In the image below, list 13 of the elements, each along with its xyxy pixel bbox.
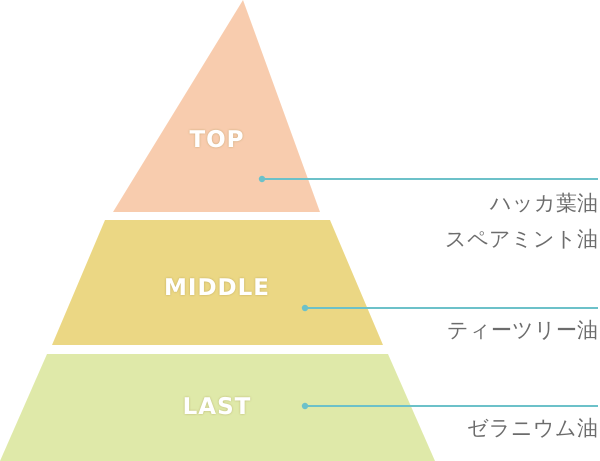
pyramid-layer	[52, 220, 383, 345]
ingredient-label: スペアミント油	[445, 226, 598, 253]
leader-line	[258, 176, 598, 182]
pyramid-layer	[0, 354, 435, 461]
ingredient-label: ティーツリー油	[447, 317, 598, 344]
leader-line	[302, 304, 598, 312]
leader-line	[302, 402, 598, 410]
ingredient-label: ゼラニウム油	[467, 415, 598, 442]
pyramid-layer	[113, 0, 320, 212]
layer-label: MIDDLE	[164, 275, 270, 301]
layer-label: TOP	[189, 127, 245, 153]
ingredient-label: ハッカ葉油	[490, 190, 598, 217]
layer-label: LAST	[182, 394, 252, 420]
